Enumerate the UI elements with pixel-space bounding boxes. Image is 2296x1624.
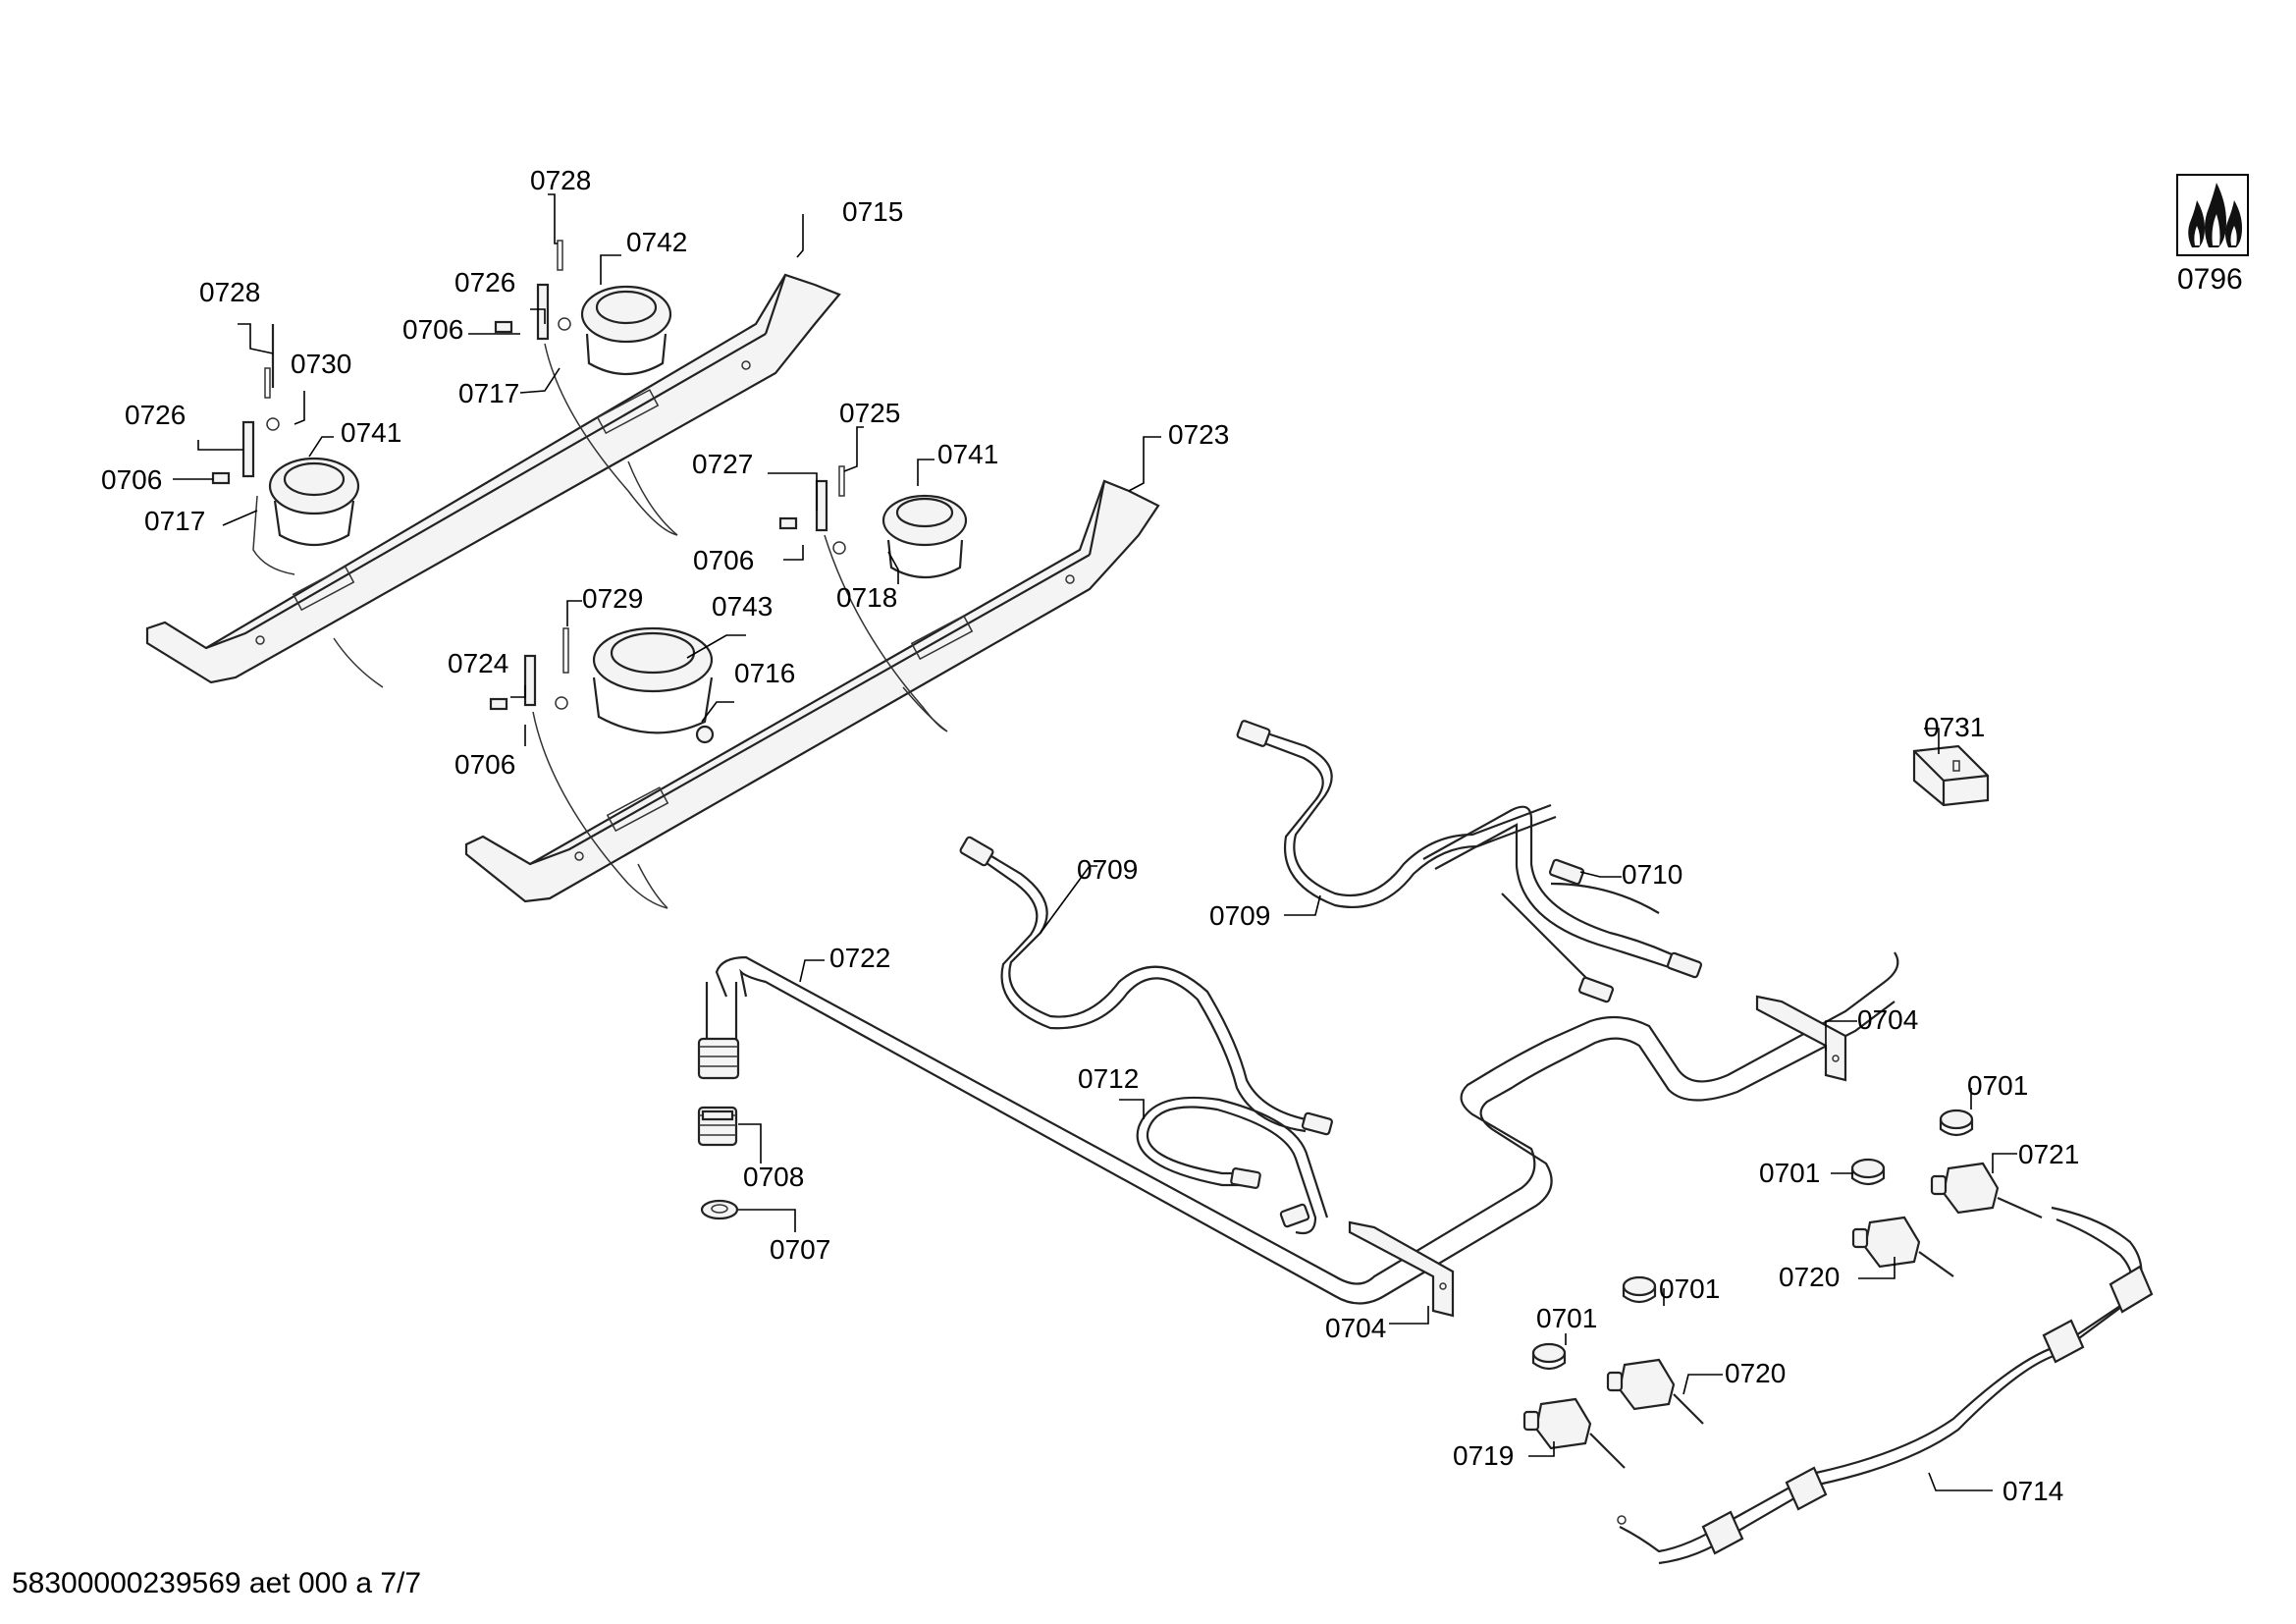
label-0706-lower: 0706: [454, 749, 515, 780]
burner-0743-large: [489, 626, 715, 909]
label-0730: 0730: [291, 349, 351, 379]
label-0724: 0724: [448, 648, 508, 678]
label-0722: 0722: [829, 943, 890, 973]
gas-valve-0719: [1522, 1397, 1626, 1469]
label-0742: 0742: [626, 227, 687, 257]
burner-0742-upper: [494, 240, 678, 536]
label-0741-right: 0741: [937, 439, 998, 469]
label-0729: 0729: [582, 583, 643, 614]
label-0723: 0723: [1168, 419, 1229, 450]
gas-flame-icon: [2176, 174, 2249, 256]
label-0728-upper: 0728: [530, 165, 591, 195]
label-0701-a: 0701: [1967, 1070, 2028, 1101]
label-0701-d: 0701: [1536, 1303, 1597, 1333]
part-labels: 0728 0742 0715 0726 0706 0717 0728 0730 …: [101, 165, 2079, 1506]
label-0719: 0719: [1453, 1440, 1514, 1471]
label-0725: 0725: [839, 398, 900, 428]
label-0718: 0718: [836, 582, 897, 613]
gas-valve-0721: [1930, 1162, 2043, 1219]
label-0726-left: 0726: [125, 400, 186, 430]
bracket-0704-left: [1348, 1220, 1455, 1318]
bracket-0704-right: [1755, 995, 1847, 1082]
symbol-label: 0796: [2177, 263, 2243, 296]
label-0706-upper: 0706: [402, 314, 463, 345]
leader-lines: [173, 193, 2017, 1491]
label-0720-upper: 0720: [1779, 1262, 1840, 1292]
ignition-module-0731: [1912, 744, 1990, 807]
gas-pipe-0712: [1136, 1096, 1329, 1235]
label-0728-left: 0728: [199, 277, 260, 307]
label-0715: 0715: [842, 196, 903, 227]
gas-pipe-0710: [1422, 805, 1703, 1003]
label-0704-left: 0704: [1325, 1313, 1386, 1343]
label-0726-upper: 0726: [454, 267, 515, 298]
document-code: 58300000239569 aet 000 a 7/7: [12, 1567, 422, 1599]
label-0741-left: 0741: [341, 417, 401, 448]
label-0727: 0727: [692, 449, 753, 479]
burner-0741-right: [778, 465, 968, 732]
label-0743: 0743: [712, 591, 773, 622]
burner-rail-0723: [464, 479, 1160, 909]
gas-manifold-0722: [697, 951, 1899, 1305]
label-0714: 0714: [2002, 1476, 2063, 1506]
label-0709-left: 0709: [1077, 854, 1138, 885]
ignition-harness-0714: [1617, 1206, 2154, 1565]
knob-0701-a: [1939, 1109, 1974, 1137]
label-0701-c: 0701: [1659, 1273, 1720, 1304]
knob-0701-d: [1531, 1342, 1567, 1371]
washer-0707: [700, 1199, 739, 1220]
gas-valve-0720-upper: [1851, 1216, 1954, 1277]
label-0708: 0708: [743, 1162, 804, 1192]
label-0717-upper: 0717: [458, 378, 519, 408]
nozzle-0708: [697, 1106, 738, 1147]
gas-pipe-0709-right: [1236, 720, 1557, 909]
burner-0741-left: [211, 324, 360, 575]
knob-0701-b: [1850, 1158, 1886, 1186]
label-0717-left: 0717: [144, 506, 205, 536]
label-0707: 0707: [770, 1234, 830, 1265]
label-0701-b: 0701: [1759, 1158, 1820, 1188]
label-0721: 0721: [2018, 1139, 2079, 1169]
label-0731: 0731: [1924, 712, 1985, 742]
label-0712: 0712: [1078, 1063, 1139, 1094]
label-0706-left: 0706: [101, 464, 162, 495]
burner-rail-0715: [145, 273, 841, 688]
knob-0701-c: [1622, 1275, 1657, 1304]
label-0710: 0710: [1622, 859, 1682, 890]
label-0720-lower: 0720: [1725, 1358, 1786, 1388]
gas-valve-0720-lower: [1606, 1358, 1704, 1425]
label-0716: 0716: [734, 658, 795, 688]
label-0704-right: 0704: [1857, 1004, 1918, 1035]
label-0709-right: 0709: [1209, 900, 1270, 931]
gas-pipe-0709-left: [959, 836, 1333, 1136]
label-0706-mid: 0706: [693, 545, 754, 575]
